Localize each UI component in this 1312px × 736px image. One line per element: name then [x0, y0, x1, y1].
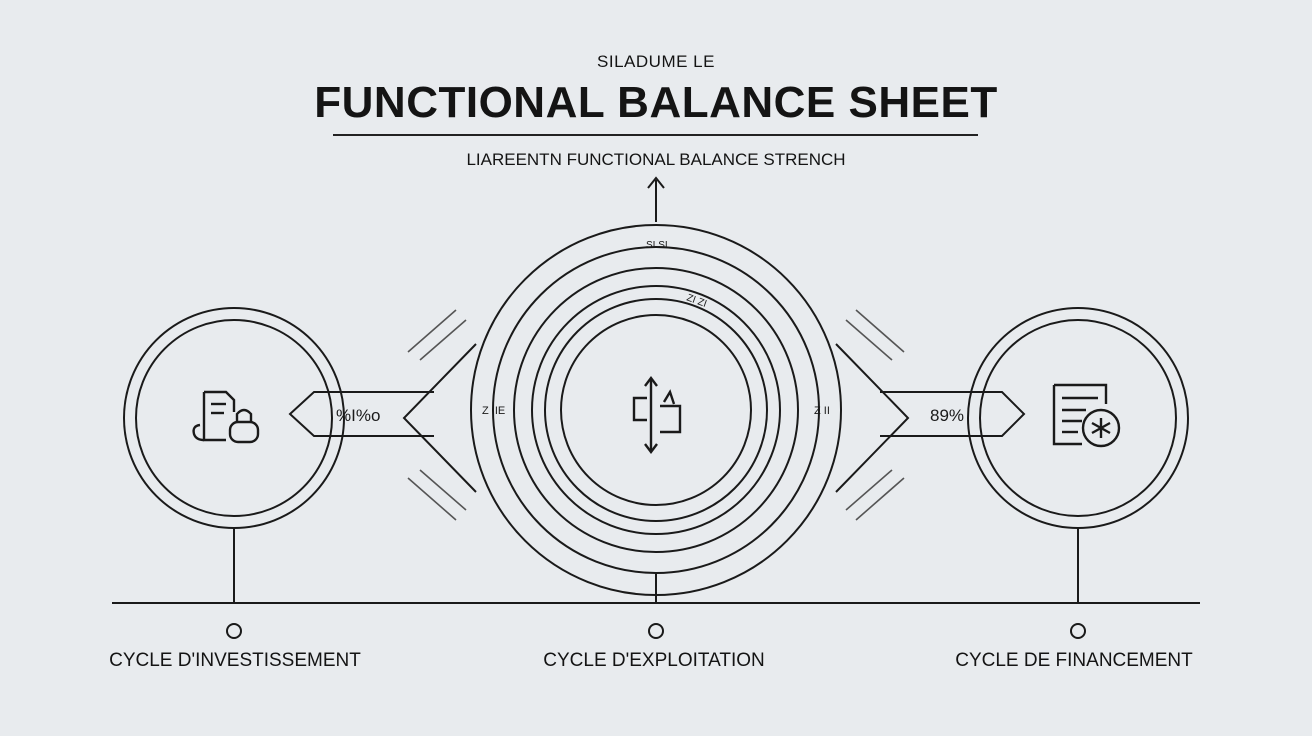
document-settings-icon: [1052, 383, 1121, 448]
left-arrow-band: [288, 391, 434, 437]
ring-mark-left: Z IIE: [482, 405, 505, 417]
exchange-arrows-icon: [632, 376, 682, 454]
ring-mark-top: SI SI: [646, 240, 668, 251]
left-arrow-value: %I%o: [336, 406, 380, 425]
accent-line: [419, 469, 467, 511]
cycle-label-financement: CYCLE DE FINANCEMENT: [955, 650, 1193, 671]
center-ring-6: [560, 314, 752, 506]
left-outer-ring: [123, 307, 345, 529]
accent-line: [407, 309, 457, 353]
ring-mark-right: Z II: [814, 405, 830, 417]
mid-node-dot: [648, 623, 664, 639]
accent-line: [407, 477, 457, 521]
document-padlock-icon: [192, 390, 260, 444]
diagram-title: FUNCTIONAL BALANCE SHEET: [314, 78, 998, 127]
right-outer-ring: [967, 307, 1189, 529]
accent-line: [855, 309, 905, 353]
right-chevron: [835, 343, 910, 493]
center-ring-1: [470, 224, 842, 596]
right-arrow-value: 89%: [930, 406, 964, 425]
cycle-label-exploitation: CYCLE D'EXPLOITATION: [543, 650, 765, 671]
right-arrow-band: [880, 391, 1026, 437]
accent-line: [419, 319, 467, 361]
accent-line: [855, 477, 905, 521]
right-inner-ring: [979, 319, 1177, 517]
accent-line: [845, 319, 893, 361]
right-node-dot: [1070, 623, 1086, 639]
left-inner-ring: [135, 319, 333, 517]
diagram-kicker: SILADUME LE: [597, 52, 715, 71]
center-ring-3: [513, 267, 799, 553]
accent-line: [845, 469, 893, 511]
up-arrow-head: [647, 176, 665, 189]
center-ring-5: [544, 298, 768, 522]
center-ring-2: [492, 246, 820, 574]
title-divider: [333, 134, 978, 136]
cycle-label-investissement: CYCLE D'INVESTISSEMENT: [109, 650, 361, 671]
left-node-dot: [226, 623, 242, 639]
center-ring-4: [531, 285, 781, 535]
diagram-subtitle: LIAREENTN FUNCTIONAL BALANCE STRENCH: [466, 150, 846, 169]
left-chevron: [402, 343, 477, 493]
